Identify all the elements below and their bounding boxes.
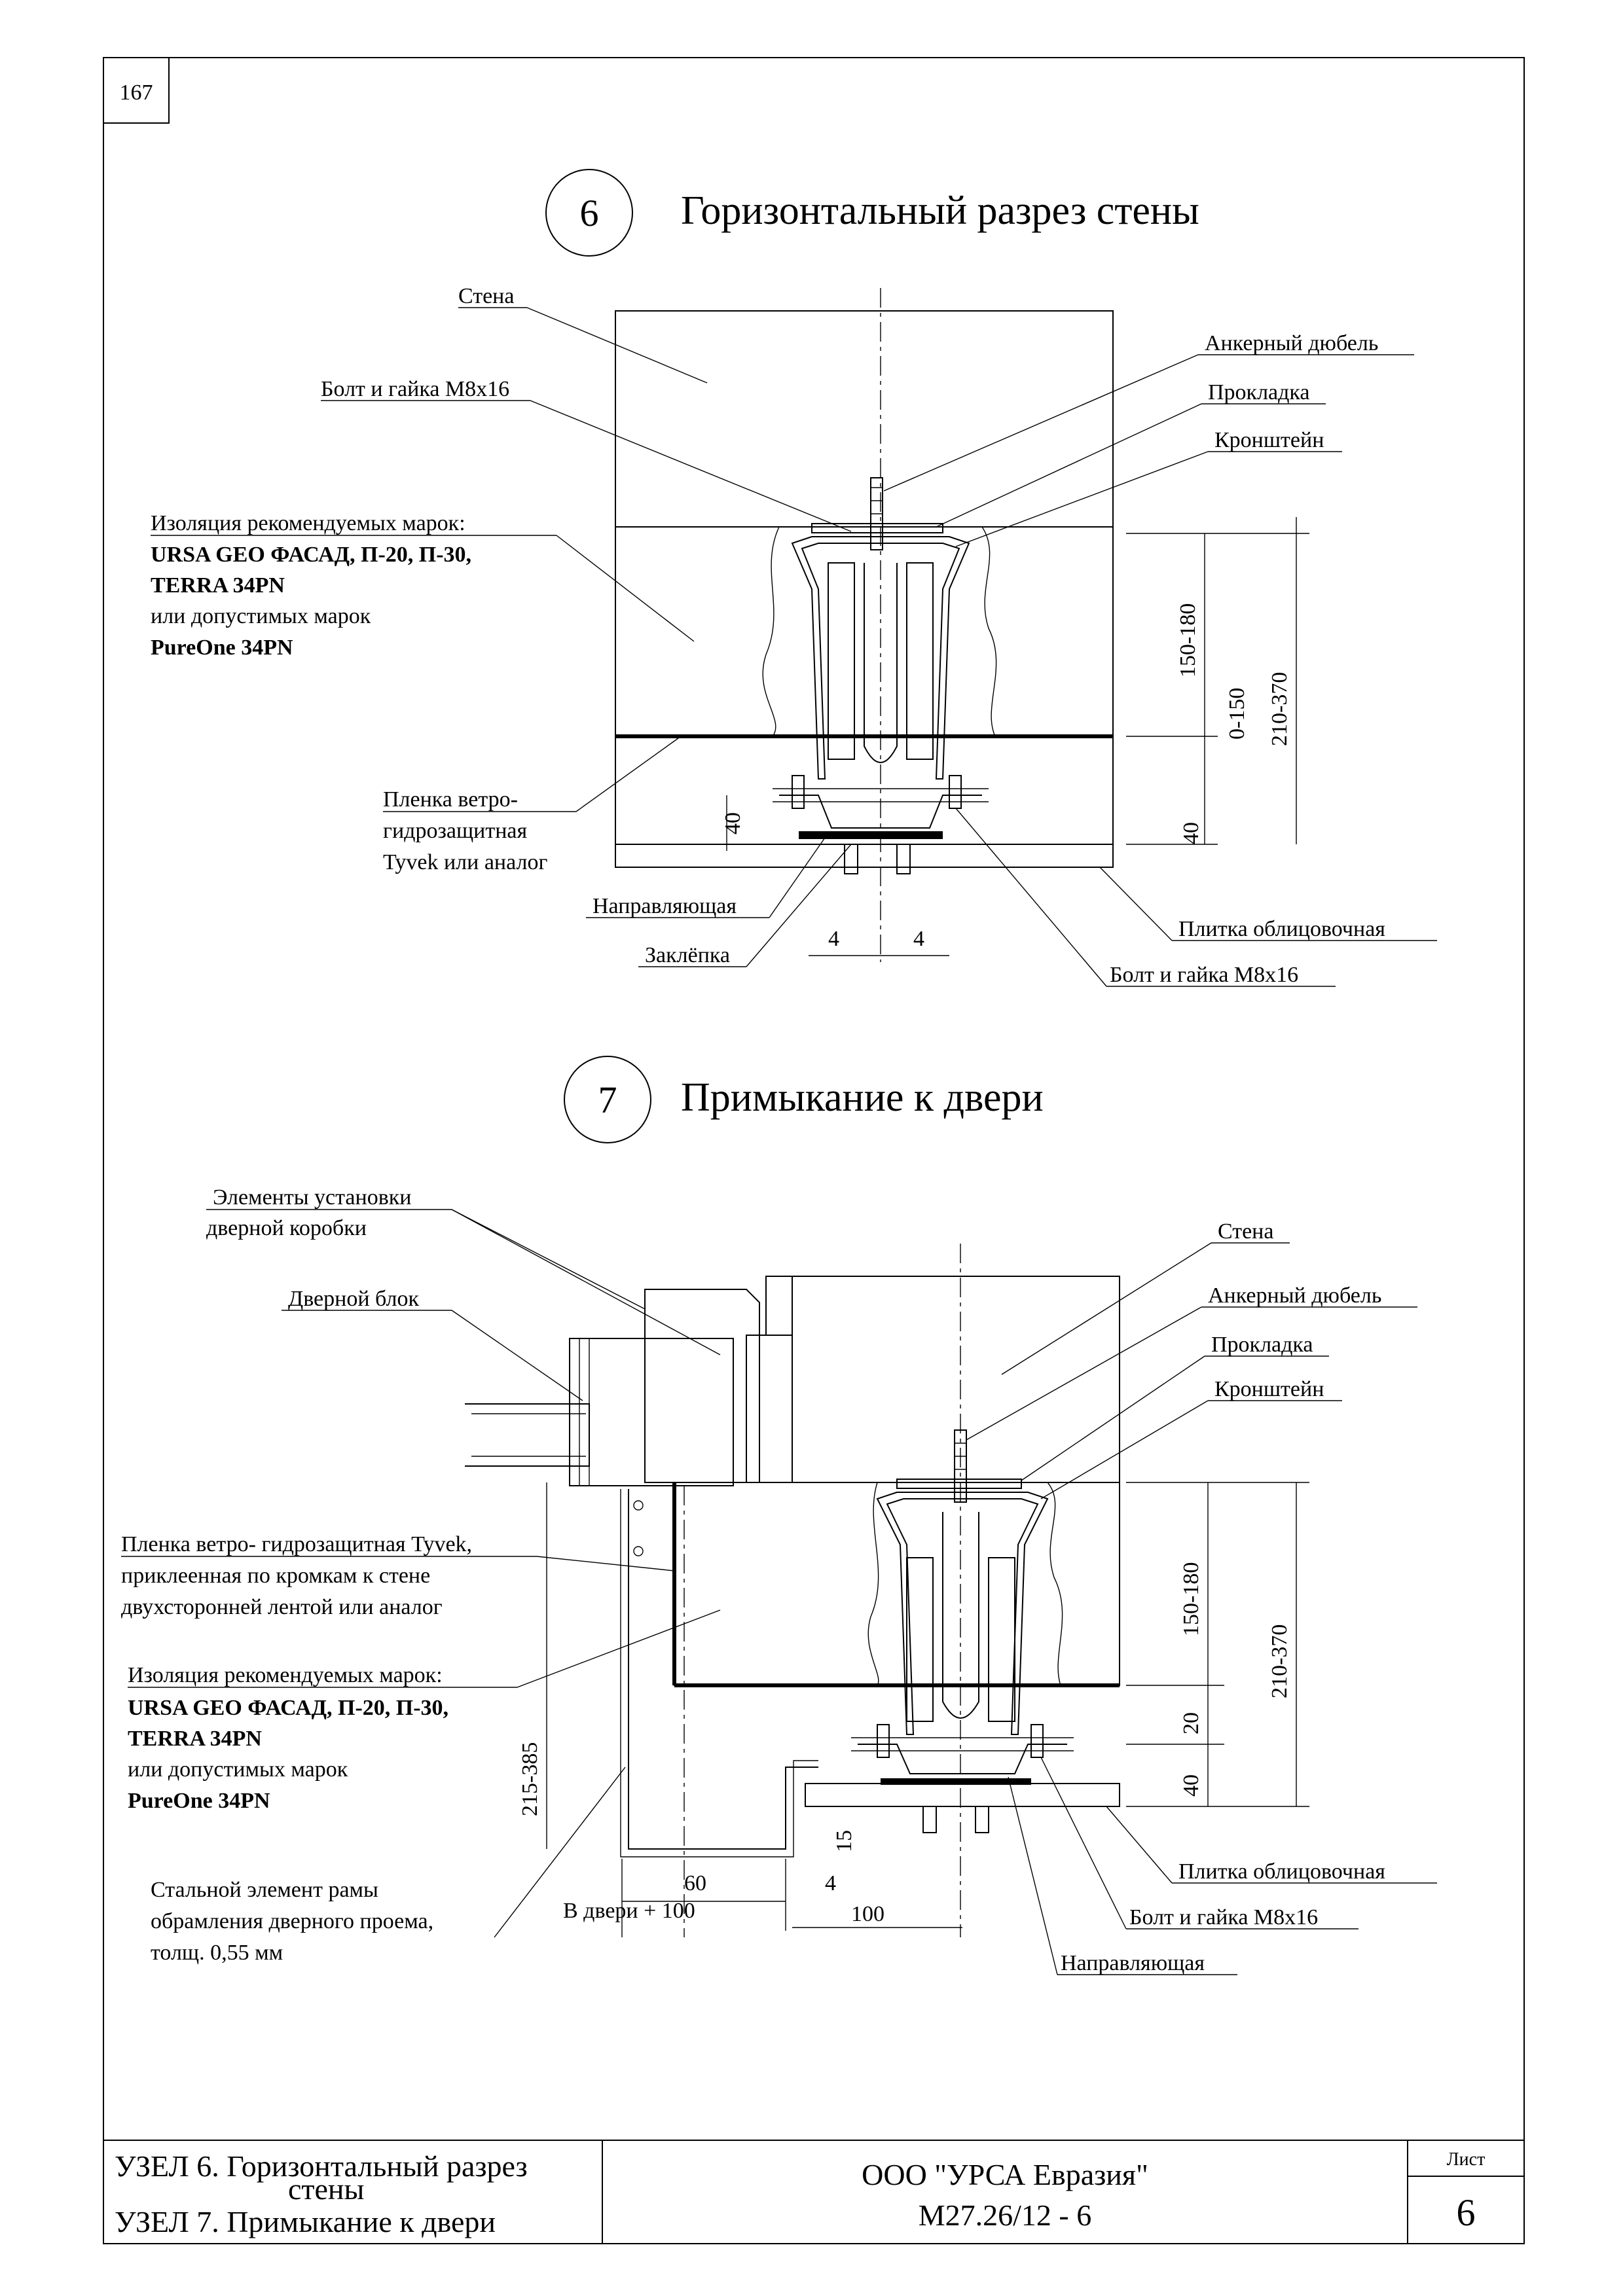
node7-gasket [896,1479,1022,1489]
node7-label-film-2: приклеенная по кромкам к стене [121,1564,430,1588]
node6-dim-210-370: 210-370 [1267,672,1292,746]
node7-bolt-right [1030,1724,1044,1758]
node7-tile [805,1783,1120,1807]
node6-label-insul-5: PureOne 34PN [151,636,293,660]
node6-label-film-2: гидрозащитная [383,819,527,843]
node6-label-bolt-top: Болт и гайка М8х16 [321,377,509,401]
node7-insulation [674,1482,1120,1686]
node7-label-steel-2: обрамления дверного проема, [151,1909,433,1933]
node7-dim-20: 20 [1179,1712,1203,1734]
node7-label-film-1: Пленка ветро- гидрозащитная Tyvek, [121,1532,472,1556]
node6-dim-0-150: 0-150 [1225,688,1249,740]
node7-label-door-block: Дверной блок [288,1287,419,1311]
node7-label-wall: Стена [1218,1219,1273,1244]
node6-label-insul-4: или допустимых марок [151,604,371,628]
node7-label-bolt: Болт и гайка М8х16 [1129,1905,1318,1929]
node7-dim-100: 100 [851,1902,884,1926]
node6-label-rivet: Заклёпка [645,943,730,967]
node7-bracket [876,1492,1049,1735]
node6-dim-40-right: 40 [1179,822,1203,844]
node7-dimensions: 150-180 210-370 20 40 215-385 15 60 4 10… [518,1482,1309,1937]
node7-bolt-left [877,1724,890,1758]
title-block-line1: УЗЕЛ 6. Горизонтальный разрез [115,2149,528,2183]
sheet-frame: 167 [103,57,1525,2244]
node7-label-insul-4: или допустимых марок [128,1757,348,1782]
node7-label-door-elems-1: Элементы установки [213,1185,411,1210]
node7-wall [792,1276,1120,1483]
node6-dimensions: 150-180 0-150 210-370 40 40 4 4 [721,517,1309,956]
node7-dim-215-385: 215-385 [518,1742,542,1816]
node6-title: Горизонтальный разрез стены [681,188,1199,233]
node6-section: 6 Горизонтальный разрез стены [151,169,1437,987]
node7-label-insul-3: TERRA 34PN [128,1727,262,1751]
node6-number-circle [545,169,633,257]
node7-dim-15: 15 [832,1830,856,1852]
node7-label-bracket: Кронштейн [1214,1377,1324,1401]
node6-label-film-1: Пленка ветро- [383,787,518,812]
node6-labels: Стена Болт и гайка М8х16 Анкерный дюбель… [151,284,1437,987]
node7-label-guide: Направляющая [1061,1951,1205,1975]
node7-labels: Элементы установки дверной коробки Дверн… [121,1185,1437,1975]
node7-label-tile: Плитка облицовочная [1178,1859,1385,1884]
node7-number-circle [564,1056,651,1143]
node7-door-block [644,1289,760,1483]
node6-number: 6 [580,192,599,234]
node6-label-bracket: Кронштейн [1214,428,1324,452]
node6-label-guide: Направляющая [593,894,737,918]
node6-tile [615,844,1114,868]
title-block-company: ООО "УРСА Евразия" [862,2158,1148,2191]
node7-label-door-elems-2: дверной коробки [206,1216,367,1240]
node7-guide [858,1744,1067,1774]
node7-section: 7 Примыкание к двери [121,1056,1437,1975]
node6-dim-4-left: 4 [828,927,839,951]
title-block-code: М27.26/12 - 6 [919,2198,1092,2232]
node6-bolt-left [792,775,805,809]
title-block-line2: стены [288,2172,364,2206]
node7-label-steel-3: толщ. 0,55 мм [151,1941,283,1965]
node6-label-insul-2: URSA GEO ФАСАД, П-20, П-30, [151,543,471,567]
node7-dim-40: 40 [1179,1774,1203,1797]
node7-dim-150-180: 150-180 [1179,1562,1203,1636]
node6-dim-4-right: 4 [913,927,924,951]
node7-number: 7 [598,1079,617,1121]
node6-label-bolt-bottom: Болт и гайка М8х16 [1110,963,1298,987]
node7-dim-4: 4 [825,1871,836,1895]
node6-gasket [811,523,943,533]
node6-bolt-right [949,775,962,809]
node6-dim-150-180: 150-180 [1176,603,1200,677]
node6-label-film-3: Tyvek или аналог [383,850,547,874]
node7-label-insul-5: PureOne 34PN [128,1789,270,1813]
node6-wall [615,310,1114,528]
page-number: 167 [120,81,153,105]
title-block-sheet-number: 6 [1457,2191,1476,2234]
node7-label-insul-1: Изоляция рекомендуемых марок: [128,1663,443,1687]
node6-bracket [791,536,970,780]
node7-steel-frame [628,1489,818,1850]
node7-label-anchor: Анкерный дюбель [1208,1283,1381,1308]
title-block: УЗЕЛ 6. Горизонтальный разрез стены УЗЕЛ… [103,2140,1524,2244]
node7-label-insul-2: URSA GEO ФАСАД, П-20, П-30, [128,1696,448,1720]
node6-label-anchor: Анкерный дюбель [1205,331,1378,355]
node7-label-gasket: Прокладка [1211,1333,1313,1357]
node6-label-wall: Стена [458,284,514,308]
node7-label-film-3: двухсторонней лентой или аналог [121,1595,443,1619]
node6-label-gasket: Прокладка [1208,380,1310,404]
title-block-line3: УЗЕЛ 7. Примыкание к двери [115,2205,496,2238]
node6-label-insul-1: Изоляция рекомендуемых марок: [151,511,465,535]
node7-label-door-plus: В двери + 100 [563,1899,695,1923]
node7-dim-60: 60 [684,1871,706,1895]
title-block-sheet-label: Лист [1447,2149,1486,2170]
node6-label-insul-3: TERRA 34PN [151,573,285,598]
node7-dim-210-370: 210-370 [1267,1624,1292,1698]
node6-label-tile: Плитка облицовочная [1178,917,1385,941]
node6-dim-40-left: 40 [721,812,745,834]
node7-title: Примыкание к двери [681,1075,1044,1120]
node7-label-steel-1: Стальной элемент рамы [151,1878,378,1902]
